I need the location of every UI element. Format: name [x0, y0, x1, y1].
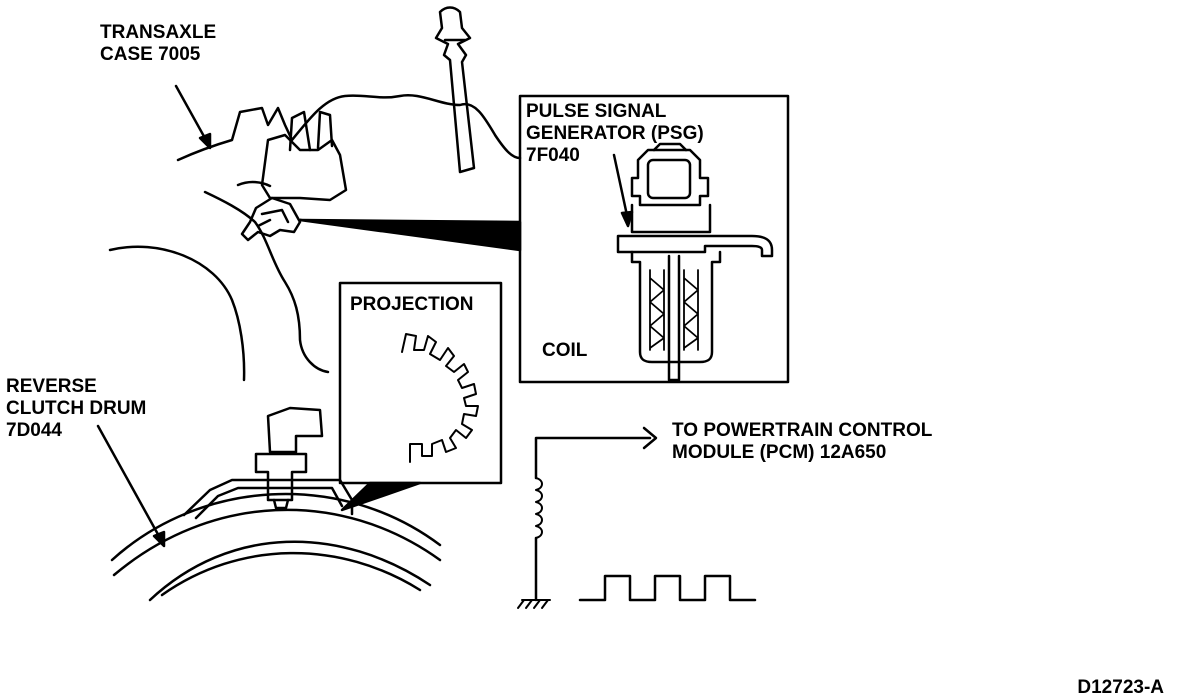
psg-label-arrow: [612, 153, 630, 222]
drum-sensor-connector: [266, 406, 324, 454]
signal-arrowhead: [642, 426, 658, 450]
coil-symbol: [535, 477, 543, 539]
transaxle-label-arrow: [174, 84, 208, 142]
case-boss: [260, 133, 348, 202]
drum-sensor-body: [254, 452, 308, 502]
drum-label-arrowhead: [152, 530, 166, 548]
figure-id: D12723-A: [1077, 677, 1164, 698]
psg-connector-latch: [652, 142, 688, 152]
psg-mounted-sensor-detail: [256, 208, 290, 228]
ground-symbol: [517, 599, 551, 609]
psg-connector-window: [646, 158, 692, 200]
psg-body: [630, 203, 712, 234]
psg-mounting-flange: [616, 234, 774, 258]
psg-label-line3: 7F040: [526, 145, 580, 166]
drum-outer-arc-2: [112, 508, 442, 577]
coil-windings: [649, 269, 699, 351]
psg-mounted-sensor: [240, 196, 302, 242]
psg-label-line2: GENERATOR (PSG): [526, 123, 704, 144]
transaxle-case-contour: [203, 190, 330, 374]
psg-leader-wedge: [298, 218, 522, 252]
psg-coil-housing: [630, 250, 722, 364]
projection-label: PROJECTION: [350, 294, 474, 315]
coil-label: COIL: [542, 340, 588, 361]
transaxle-label-arrowhead: [198, 132, 212, 150]
transaxle-case-label-line1: TRANSAXLE: [100, 22, 216, 43]
reverse-clutch-drum-label-line1: REVERSE: [6, 376, 97, 397]
to-pcm-label-line1: TO POWERTRAIN CONTROL: [672, 420, 933, 441]
drum-label-arrow: [96, 424, 162, 540]
projection-leader-wedge: [340, 481, 422, 512]
psg-label-arrowhead: [620, 210, 634, 228]
psg-connector: [630, 148, 710, 207]
to-pcm-label-line2: MODULE (PCM) 12A650: [672, 442, 886, 463]
drum-rim-arc: [160, 551, 422, 597]
drum-outer-arc: [110, 492, 442, 562]
drum-sensor-housing-inner: [194, 486, 344, 520]
signal-wire: [534, 436, 652, 480]
dipstick-tube: [434, 6, 476, 174]
drum-sensor-tip: [272, 498, 290, 510]
case-boss-inner: [288, 110, 334, 152]
reverse-clutch-drum-label-line2: CLUTCH DRUM: [6, 398, 146, 419]
psg-label-line1: PULSE SIGNAL: [526, 101, 667, 122]
transaxle-case-label-line2: CASE 7005: [100, 44, 201, 65]
drum-inner-arc: [148, 540, 432, 602]
transaxle-case-outline: [176, 94, 522, 162]
reverse-clutch-drum-label-line3: 7D044: [6, 420, 62, 441]
case-rib: [236, 180, 272, 188]
projection-teeth: [401, 333, 479, 463]
psg-detail-box: [518, 94, 790, 384]
case-large-arc: [108, 245, 246, 382]
psg-core: [667, 254, 681, 382]
square-wave: [578, 574, 757, 602]
